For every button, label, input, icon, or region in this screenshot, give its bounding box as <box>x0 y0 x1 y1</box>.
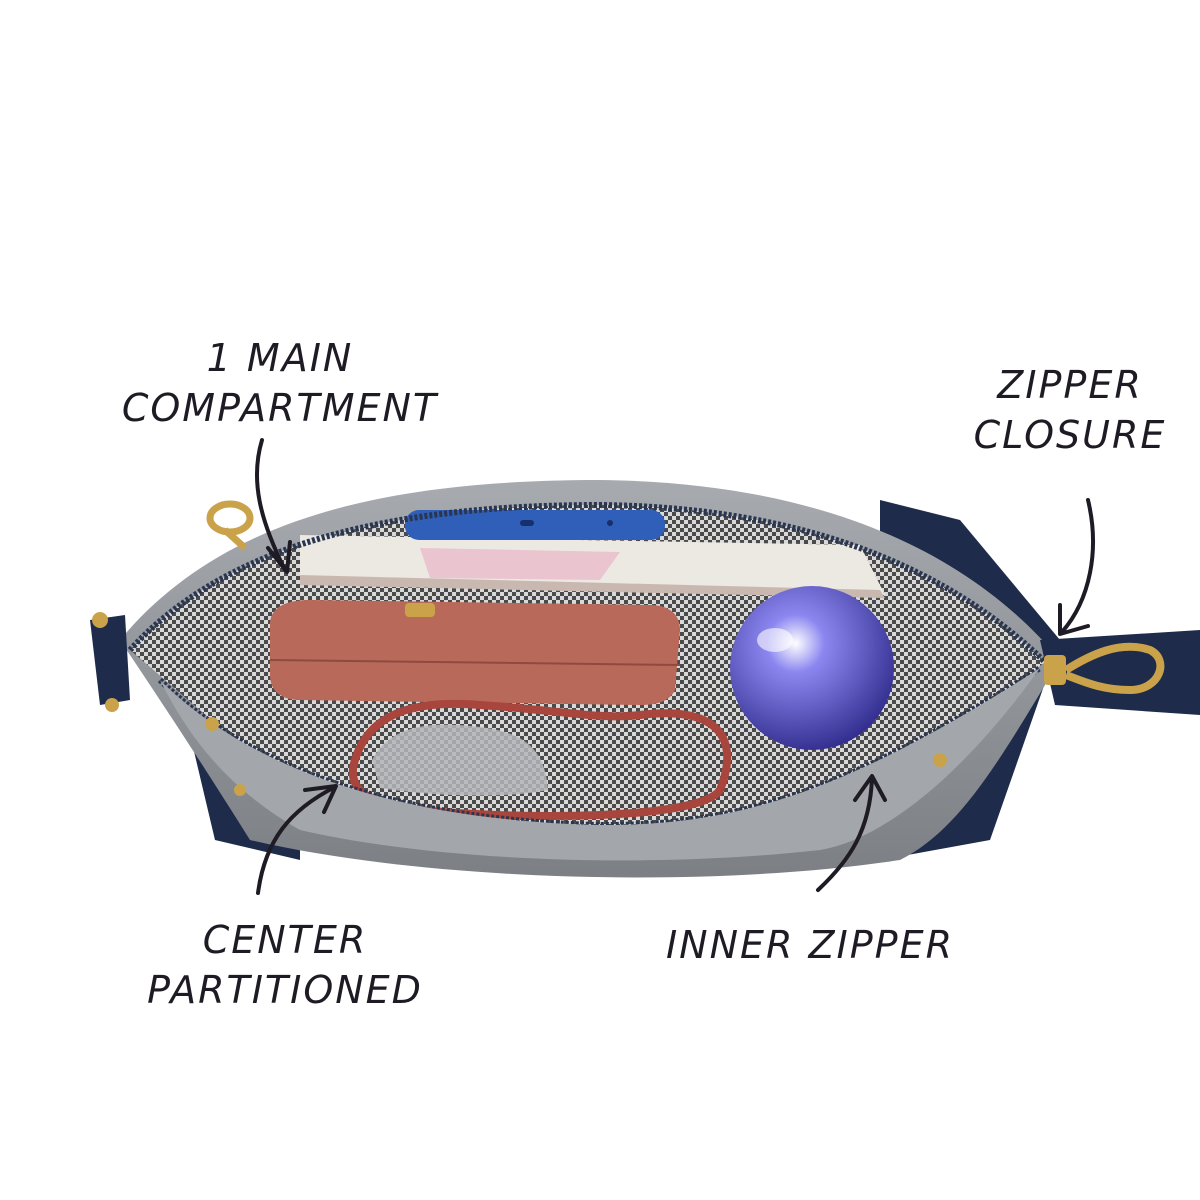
inner-zipper <box>157 665 1042 829</box>
rivet-left <box>205 717 219 731</box>
label-line: 1 MAIN <box>206 336 354 380</box>
arrow-icon <box>256 784 338 895</box>
arrow-icon <box>816 774 887 892</box>
zipper-pull-icon <box>1044 642 1165 695</box>
label-line: CLOSURE <box>973 413 1167 457</box>
label-line: INNER ZIPPER <box>665 923 955 967</box>
label-line: ZIPPER <box>997 363 1143 407</box>
main-zipper <box>127 501 1048 665</box>
label-inner-zipper: INNER ZIPPER <box>640 920 980 970</box>
label-center-partitioned: CENTER PARTITIONED <box>120 915 450 1015</box>
book <box>300 535 885 598</box>
arrow-icon <box>255 438 292 574</box>
arrow-icon <box>1058 498 1095 636</box>
label-line: PARTITIONED <box>147 968 423 1012</box>
gold-ring-icon <box>206 500 254 551</box>
label-line: COMPARTMENT <box>121 386 439 430</box>
center-partition <box>160 668 1040 861</box>
label-line: CENTER <box>202 918 368 962</box>
rivet-right <box>933 753 947 767</box>
rivet-left-2 <box>234 784 246 796</box>
strap-left <box>90 612 130 712</box>
sphere-jar <box>730 586 894 750</box>
label-main-compartment: 1 MAIN COMPARTMENT <box>100 333 460 433</box>
label-zipper-closure: ZIPPER CLOSURE <box>960 360 1180 460</box>
wrist-strap <box>1040 630 1200 715</box>
phone <box>405 510 665 540</box>
wallet <box>269 600 681 705</box>
